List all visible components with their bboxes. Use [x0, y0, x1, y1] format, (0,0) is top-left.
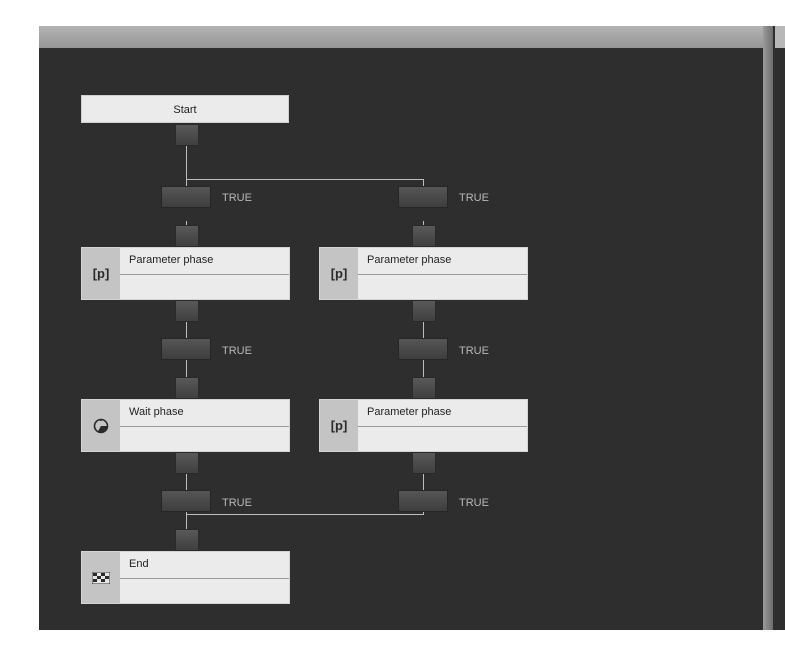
phase-divider: [358, 274, 527, 275]
connector-line: [186, 514, 424, 515]
connector-line: [186, 179, 424, 180]
phase-name: Wait phase: [129, 406, 184, 418]
parameter-icon: [p]: [320, 400, 358, 451]
transition-block-right-2[interactable]: [398, 338, 448, 360]
parameter-icon: [p]: [320, 248, 358, 299]
scrollbar-cap: [775, 26, 785, 48]
connector-line: [186, 146, 187, 201]
parameter-phase-node-left[interactable]: [p] Parameter phase: [81, 247, 290, 300]
input-connector[interactable]: [412, 225, 436, 247]
start-output-connector[interactable]: [175, 124, 199, 146]
input-connector[interactable]: [175, 225, 199, 247]
transition-label: TRUE: [459, 497, 489, 509]
connector-line: [423, 453, 424, 515]
transition-label: TRUE: [459, 192, 489, 204]
start-node[interactable]: Start: [81, 95, 289, 123]
transition-label: TRUE: [222, 345, 252, 357]
transition-label: TRUE: [222, 497, 252, 509]
parameter-phase-node-right-2[interactable]: [p] Parameter phase: [319, 399, 528, 452]
output-connector[interactable]: [175, 300, 199, 322]
transition-label: TRUE: [222, 192, 252, 204]
clock-icon: [93, 418, 109, 433]
transition-block-left-3[interactable]: [161, 490, 211, 512]
phase-name: Parameter phase: [129, 254, 214, 266]
phase-name: Parameter phase: [367, 254, 452, 266]
sequence-editor-window: Start TRUE TRUE [p] Parameter phase [p] …: [39, 26, 785, 630]
clock-icon: [82, 400, 120, 451]
transition-block-right-3[interactable]: [398, 490, 448, 512]
transition-block-right-1[interactable]: [398, 186, 448, 208]
output-connector[interactable]: [412, 300, 436, 322]
input-connector[interactable]: [412, 377, 436, 399]
transition-label: TRUE: [459, 345, 489, 357]
parameter-icon: [p]: [82, 248, 120, 299]
vertical-scrollbar[interactable]: [763, 26, 785, 630]
transition-block-left-1[interactable]: [161, 186, 211, 208]
wait-phase-node[interactable]: Wait phase: [81, 399, 290, 452]
input-connector[interactable]: [175, 529, 199, 551]
phase-name: Parameter phase: [367, 406, 452, 418]
parameter-phase-node-right[interactable]: [p] Parameter phase: [319, 247, 528, 300]
phase-divider: [120, 426, 289, 427]
editor-title-bar: [39, 26, 785, 48]
end-node[interactable]: End: [81, 551, 290, 604]
checkered-flag-icon: [82, 552, 120, 603]
phase-divider: [120, 274, 289, 275]
checkered-flag-icon: [92, 571, 110, 584]
output-connector[interactable]: [412, 452, 436, 474]
sequence-canvas[interactable]: Start TRUE TRUE [p] Parameter phase [p] …: [39, 26, 785, 630]
phase-divider: [120, 578, 289, 579]
transition-block-left-2[interactable]: [161, 338, 211, 360]
output-connector[interactable]: [175, 452, 199, 474]
phase-name: End: [129, 558, 149, 570]
input-connector[interactable]: [175, 377, 199, 399]
scrollbar-thumb[interactable]: [763, 26, 773, 630]
phase-divider: [358, 426, 527, 427]
